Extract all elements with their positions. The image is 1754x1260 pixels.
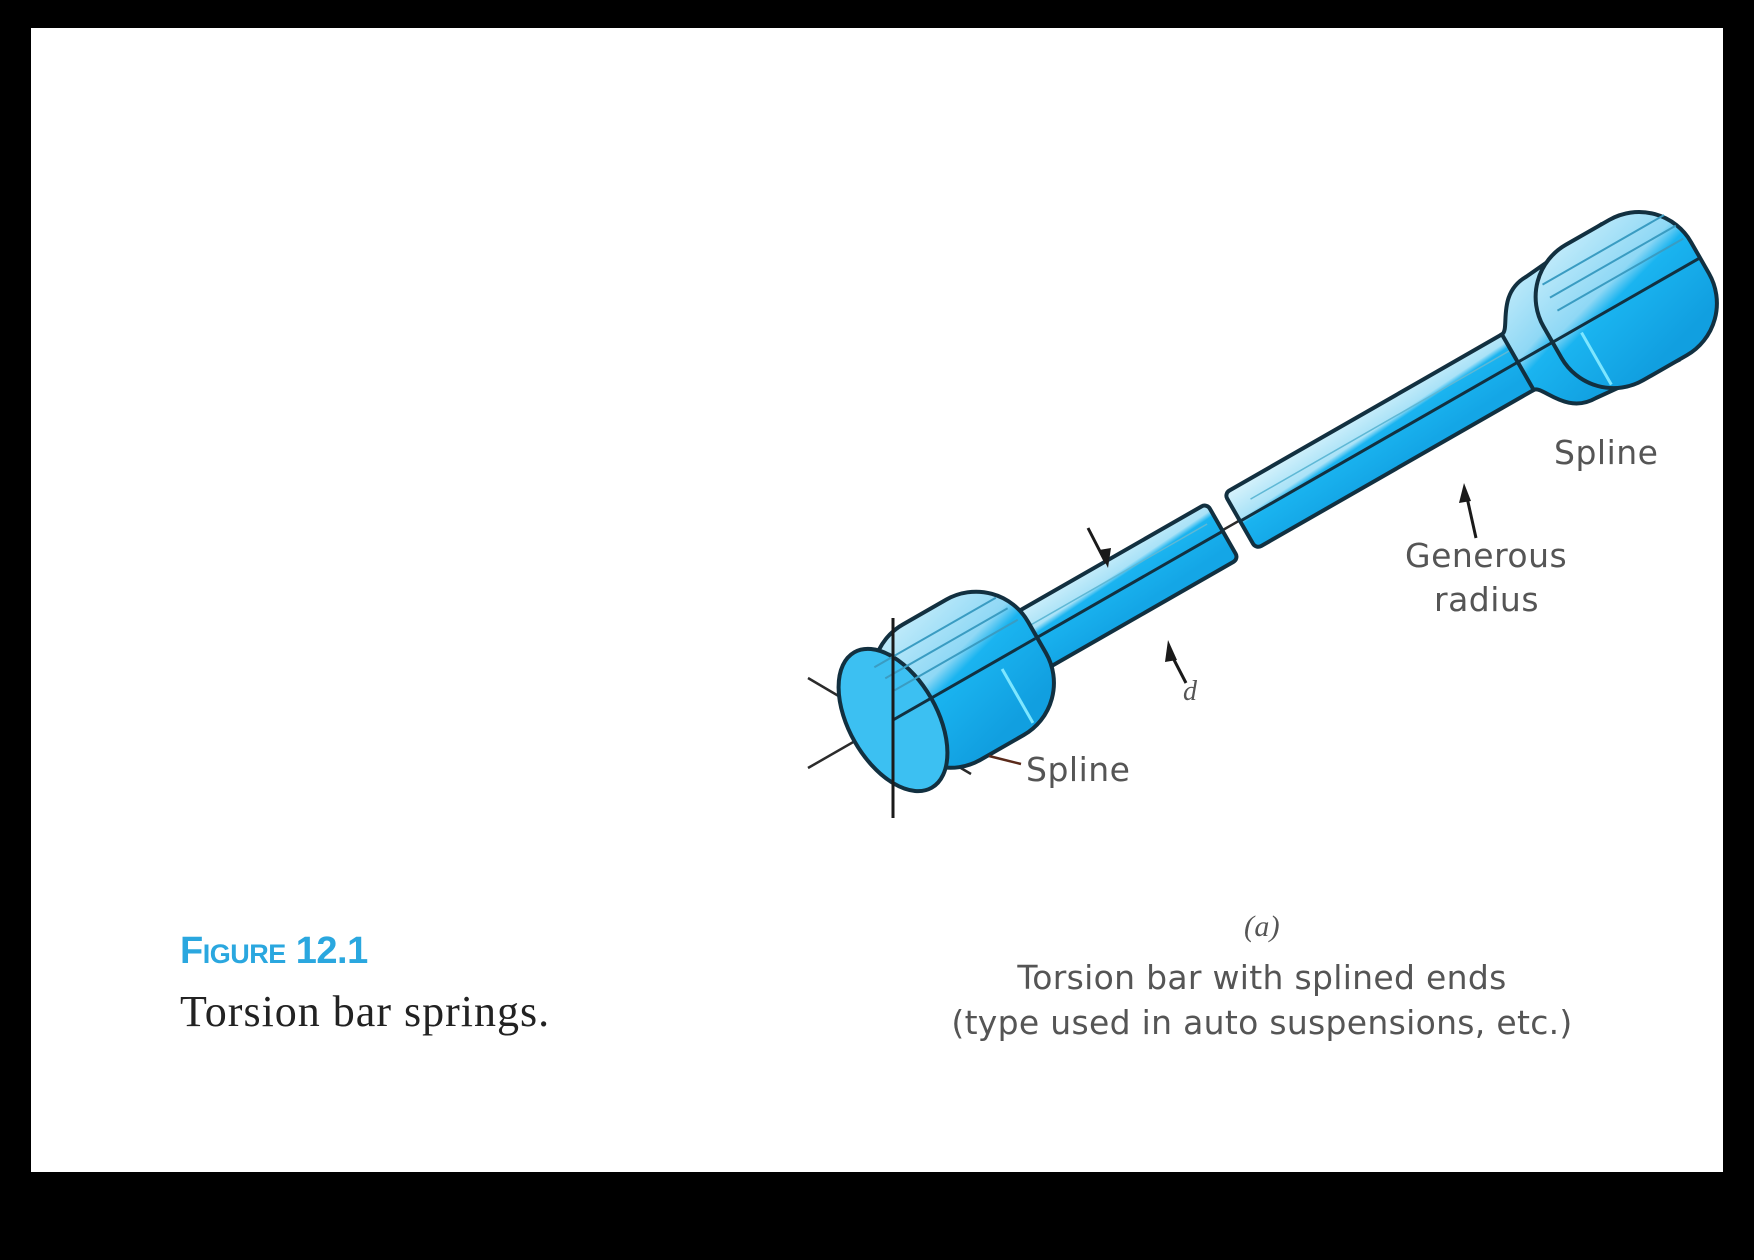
figure-title: Torsion bar springs. xyxy=(180,987,551,1036)
subfigure-caption-line1: Torsion bar with splined ends xyxy=(1017,958,1507,997)
torsion-bar-diagram xyxy=(807,210,1719,818)
figure-number: Figure 12.1 xyxy=(180,930,368,972)
spline-right-label: Spline xyxy=(1554,433,1659,472)
figure-page: Spline Spline Generous radius d Figure 1… xyxy=(31,28,1723,1172)
spline-left-label: Spline xyxy=(1026,750,1131,789)
right-shaft xyxy=(1224,329,1543,549)
generous-radius-label-line1: Generous xyxy=(1405,536,1568,575)
diameter-label: d xyxy=(1183,676,1198,707)
diameter-arrows xyxy=(1086,527,1188,684)
leader-lines xyxy=(988,483,1478,766)
generous-radius-label-line2: radius xyxy=(1434,580,1540,619)
subfigure-letter: (a) xyxy=(1244,910,1280,943)
subfigure-caption-line2: (type used in auto suspensions, etc.) xyxy=(951,1003,1573,1042)
right-spline-end xyxy=(1499,210,1719,406)
